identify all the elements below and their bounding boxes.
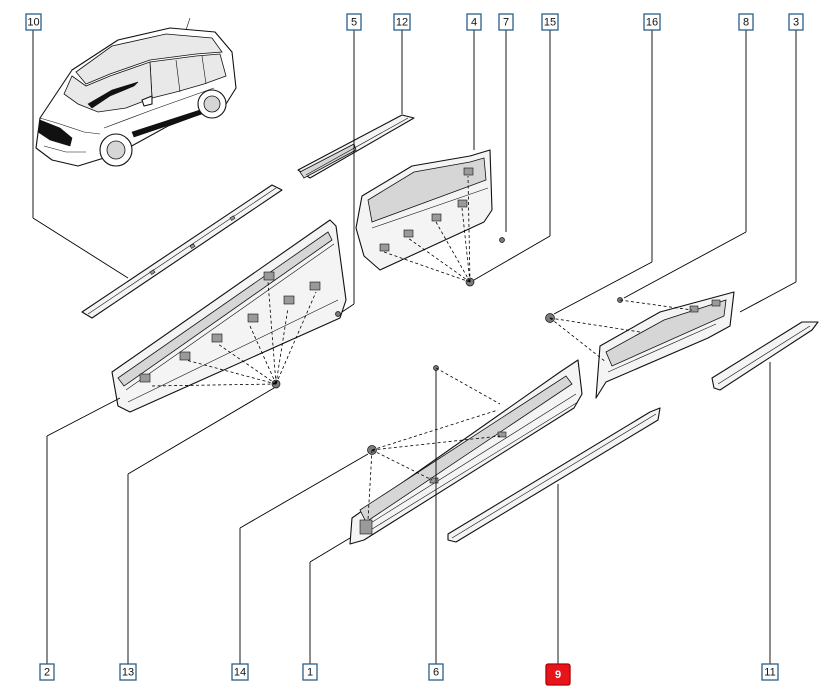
callout-3[interactable]: 3 — [788, 13, 804, 31]
callout-1[interactable]: 1 — [302, 663, 318, 681]
callout-box[interactable] — [39, 663, 55, 681]
callout-box[interactable] — [643, 13, 661, 31]
callout-number: 2 — [44, 667, 50, 679]
callout-number: 5 — [351, 17, 357, 29]
part-12-upper-strip — [297, 114, 415, 179]
callout-14[interactable]: 14 — [231, 663, 249, 681]
vehicle-illustration — [35, 17, 237, 167]
callout-number: 16 — [646, 17, 658, 29]
callout-box[interactable] — [428, 663, 444, 681]
part-4-rear-quarter-trim — [355, 149, 493, 271]
callout-number: 9 — [555, 669, 561, 681]
callout-4[interactable]: 4 — [466, 13, 482, 31]
part-11-front-strip — [711, 321, 819, 391]
callout-number: 1 — [307, 667, 313, 679]
callout-box[interactable] — [231, 663, 249, 681]
callout-box[interactable] — [541, 13, 559, 31]
callout-box[interactable] — [466, 13, 482, 31]
callout-2[interactable]: 2 — [39, 663, 55, 681]
screw-5 — [335, 311, 341, 317]
callout-box[interactable] — [346, 13, 362, 31]
callout-box[interactable] — [498, 13, 514, 31]
callout-10[interactable]: 10 — [25, 13, 42, 31]
callout-number: 8 — [743, 17, 749, 29]
callout-number: 15 — [544, 17, 556, 29]
part-8-front-quarter-trim — [595, 291, 735, 399]
callout-16[interactable]: 16 — [643, 13, 661, 31]
callout-box[interactable] — [788, 13, 804, 31]
callout-number: 11 — [764, 667, 775, 679]
callout-number: 7 — [503, 17, 509, 29]
callout-7[interactable]: 7 — [498, 13, 514, 31]
callout-5[interactable]: 5 — [346, 13, 362, 31]
fasteners — [271, 237, 623, 455]
callout-15[interactable]: 15 — [541, 13, 559, 31]
callout-11[interactable]: 11 — [761, 663, 779, 681]
callout-number: 4 — [471, 17, 477, 29]
callout-box[interactable] — [545, 663, 571, 686]
callout-number: 12 — [396, 17, 408, 29]
callout-8[interactable]: 8 — [738, 13, 754, 31]
fastener-dashed-lines — [149, 175, 693, 521]
callout-box[interactable] — [25, 13, 42, 31]
leader-lines — [32, 30, 797, 664]
callout-box[interactable] — [302, 663, 318, 681]
part-9-lower-sill-strip — [447, 407, 661, 543]
callout-number: 3 — [793, 17, 799, 29]
callout-13[interactable]: 13 — [119, 663, 137, 681]
callout-box[interactable] — [119, 663, 137, 681]
callout-6[interactable]: 6 — [428, 663, 444, 681]
callout-number: 6 — [433, 667, 439, 679]
part-2-rear-door-trim — [111, 219, 347, 413]
callout-box[interactable] — [738, 13, 754, 31]
callout-box[interactable] — [761, 663, 779, 681]
part-1-front-door-trim — [349, 359, 583, 545]
part-10-roof-strip — [81, 184, 283, 319]
callout-9[interactable]: 9 — [545, 663, 571, 686]
callout-number: 14 — [234, 667, 246, 679]
callout-number: 10 — [27, 17, 39, 29]
screw-7 — [499, 237, 505, 243]
callout-box[interactable] — [393, 13, 411, 31]
callout-12[interactable]: 12 — [393, 13, 411, 31]
callout-number: 13 — [122, 667, 134, 679]
